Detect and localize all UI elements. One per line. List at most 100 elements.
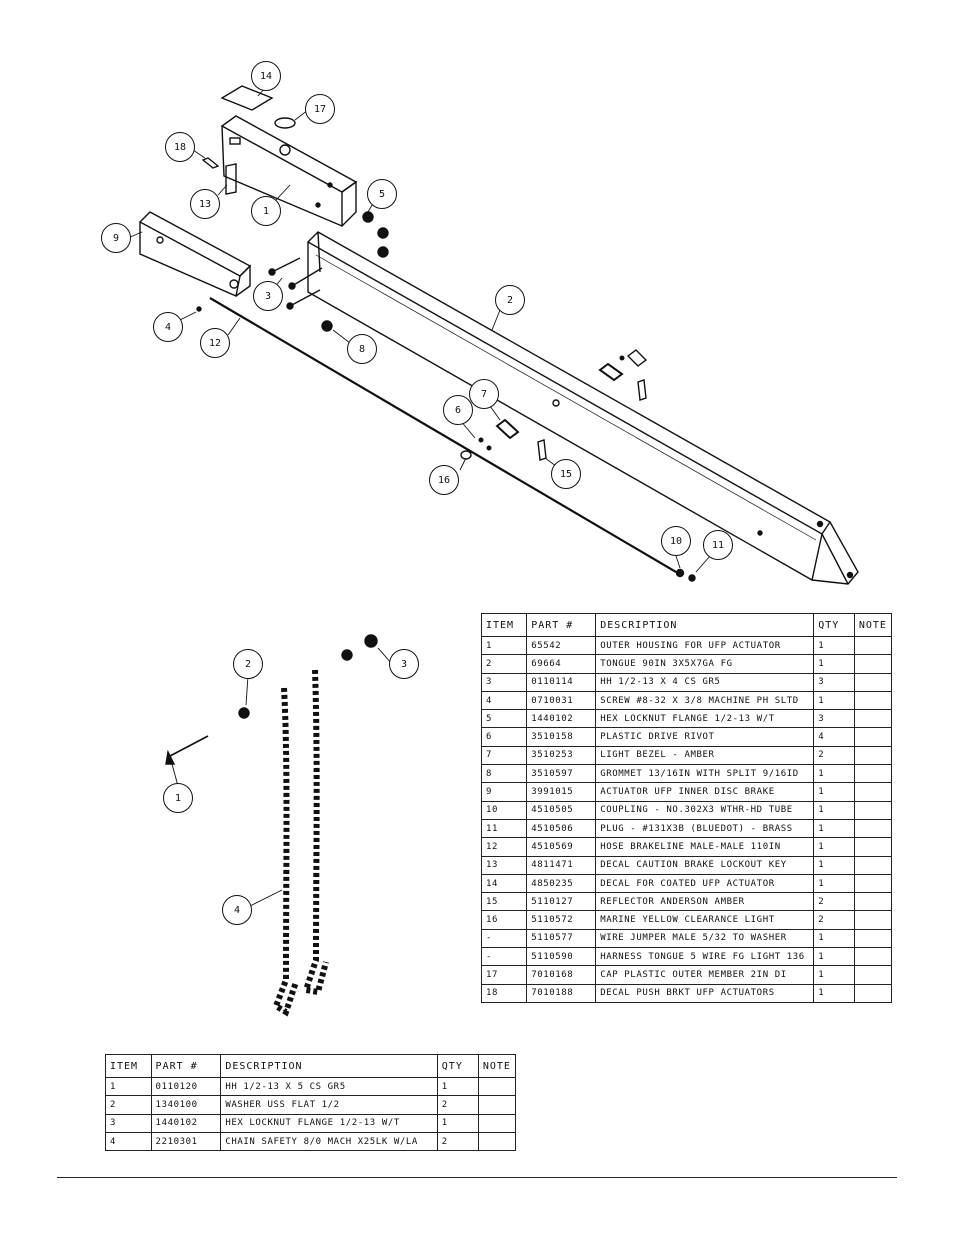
qty-cell: 1 — [813, 654, 855, 674]
bolts-part — [268, 257, 323, 310]
qty-cell: 3 — [813, 709, 855, 729]
note-cell — [853, 690, 893, 711]
note-cell — [477, 1131, 517, 1152]
part-number-cell: 1440102 — [150, 1113, 222, 1133]
note-cell — [853, 782, 893, 802]
qty-cell: 1 — [813, 928, 855, 949]
col-description: DESCRIPTION — [595, 613, 815, 637]
col-qty: QTY — [436, 1054, 479, 1078]
part-number-cell: 4510506 — [526, 818, 597, 839]
item-cell: 14 — [480, 873, 528, 894]
col-item: ITEM — [480, 613, 528, 637]
callout-bubble: 5 — [367, 179, 397, 209]
part-number-cell: 4510505 — [526, 800, 597, 820]
part-number-cell: 3991015 — [526, 782, 597, 802]
note-cell — [853, 727, 893, 747]
note-cell — [477, 1113, 517, 1133]
actuator-inner-part — [138, 211, 252, 297]
note-cell — [853, 818, 893, 839]
callout-bubble: 12 — [200, 328, 230, 358]
description-cell: WIRE JUMPER MALE 5/32 TO WASHER — [595, 928, 815, 949]
callout-bubble: 7 — [469, 379, 499, 409]
description-cell: MARINE YELLOW CLEARANCE LIGHT — [595, 910, 815, 930]
note-cell — [853, 983, 893, 1003]
item-cell: 4 — [105, 1131, 152, 1152]
callout-bubble: 9 — [101, 223, 131, 253]
table-header-row: ITEM PART # DESCRIPTION QTY NOTE — [105, 1054, 517, 1078]
description-cell: HOSE BRAKELINE MALE-MALE 110IN — [595, 837, 815, 857]
note-cell — [853, 745, 893, 766]
qty-cell: 1 — [813, 690, 855, 711]
part-number-cell: 1340100 — [150, 1095, 222, 1115]
part-number-cell: 4510569 — [526, 837, 597, 857]
part-number-cell: 0110114 — [526, 672, 597, 692]
description-cell: CAP PLASTIC OUTER MEMBER 2IN DI — [595, 965, 815, 985]
qty-cell: 1 — [813, 947, 855, 967]
item-cell: 6 — [480, 727, 528, 747]
note-cell — [853, 873, 893, 894]
qty-cell: 2 — [813, 745, 855, 766]
callout-bubble: 11 — [703, 530, 733, 560]
part-number-cell: 65542 — [526, 635, 597, 656]
note-cell — [853, 800, 893, 820]
part-number-cell: 3510597 — [526, 764, 597, 784]
qty-cell: 3 — [813, 672, 855, 692]
qty-cell: 1 — [813, 800, 855, 820]
note-cell — [853, 709, 893, 729]
callout-bubble: 10 — [661, 526, 691, 556]
description-cell: ACTUATOR UFP INNER DISC BRAKE — [595, 782, 815, 802]
item-cell: 18 — [480, 983, 528, 1003]
part-number-cell: 4811471 — [526, 855, 597, 875]
qty-cell: 1 — [813, 635, 855, 656]
col-qty: QTY — [813, 613, 855, 637]
callout-bubble: 8 — [347, 334, 377, 364]
item-cell: 1 — [480, 635, 528, 656]
qty-cell: 1 — [813, 855, 855, 875]
item-cell: 13 — [480, 855, 528, 875]
qty-cell: 1 — [813, 983, 855, 1003]
item-cell: - — [480, 947, 528, 967]
item-cell: - — [480, 928, 528, 949]
part-number-cell: 2210301 — [150, 1131, 222, 1152]
item-cell: 15 — [480, 892, 528, 912]
part-number-cell: 1440102 — [526, 709, 597, 729]
item-cell: 5 — [480, 709, 528, 729]
note-cell — [853, 855, 893, 875]
tongue-part — [306, 231, 859, 585]
note-cell — [853, 910, 893, 930]
note-cell — [853, 654, 893, 674]
note-cell — [477, 1076, 517, 1097]
callout-bubble: 4 — [222, 895, 252, 925]
item-cell: 3 — [480, 672, 528, 692]
description-cell: PLASTIC DRIVE RIVOT — [595, 727, 815, 747]
description-cell: HH 1/2-13 X 5 CS GR5 — [220, 1076, 438, 1097]
part-number-cell: 5110577 — [526, 928, 597, 949]
description-cell: OUTER HOUSING FOR UFP ACTUATOR — [595, 635, 815, 656]
qty-cell: 1 — [813, 764, 855, 784]
description-cell: CHAIN SAFETY 8/0 MACH X25LK W/LA — [220, 1131, 438, 1152]
item-cell: 8 — [480, 764, 528, 784]
item-cell: 16 — [480, 910, 528, 930]
item-cell: 7 — [480, 745, 528, 766]
item-cell: 9 — [480, 782, 528, 802]
description-cell: GROMMET 13/16IN WITH SPLIT 9/16ID — [595, 764, 815, 784]
part-number-cell: 7010168 — [526, 965, 597, 985]
